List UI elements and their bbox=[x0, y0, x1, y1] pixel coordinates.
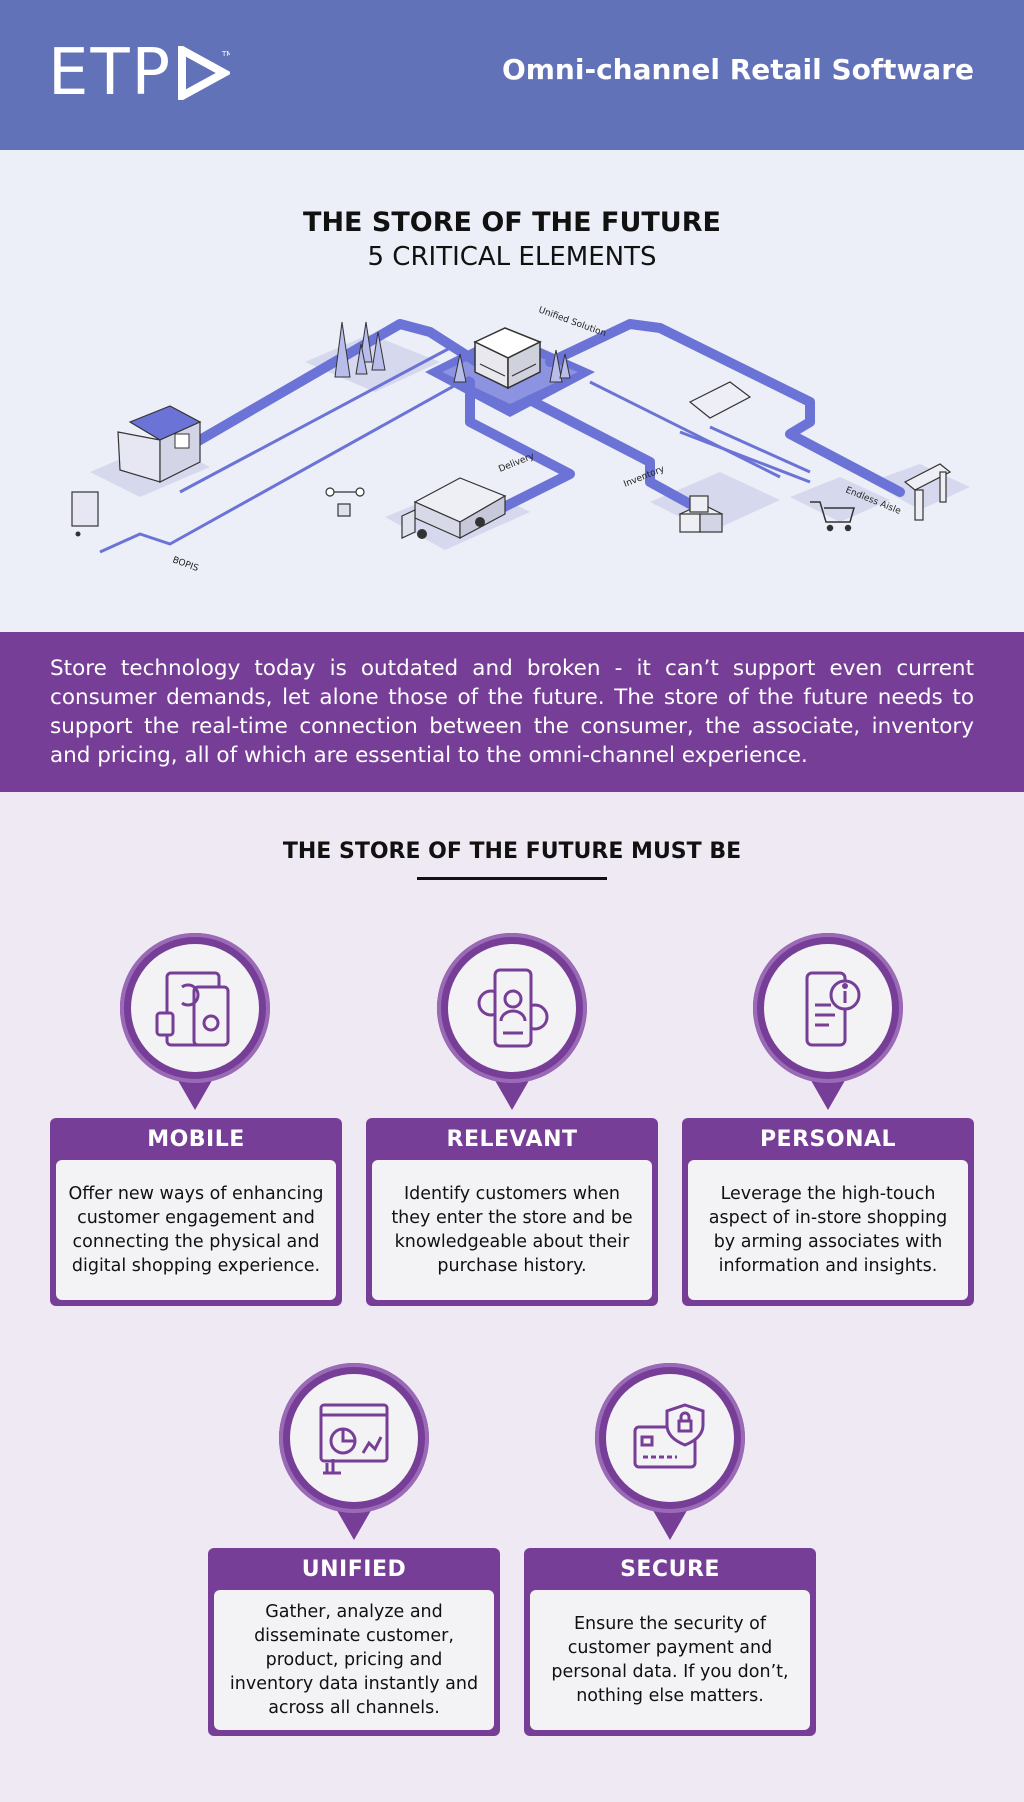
card-text: Gather, analyze and disseminate customer… bbox=[229, 1602, 479, 1718]
card-body: Ensure the security of customer payment … bbox=[530, 1590, 810, 1730]
pin-unified bbox=[278, 1363, 429, 1540]
analytics-dashboard-icon bbox=[319, 1403, 389, 1475]
card-title: MOBILE bbox=[147, 1127, 245, 1152]
delivery-truck-icon bbox=[401, 477, 507, 539]
card-title: SECURE bbox=[620, 1557, 720, 1582]
label-bopis: BOPIS bbox=[171, 555, 200, 574]
card-body: Gather, analyze and disseminate customer… bbox=[214, 1590, 494, 1730]
card-title: PERSONAL bbox=[759, 1127, 897, 1152]
intro-band: Store technology today is outdated and b… bbox=[0, 632, 1024, 792]
etp-logo[interactable]: ETP TM bbox=[48, 36, 231, 110]
header: ETP TM Omni-channel Retail Software bbox=[0, 0, 1024, 150]
svg-text:TM: TM bbox=[221, 50, 230, 58]
card-unified: UNIFIED Gather, analyze and disseminate … bbox=[208, 1548, 500, 1736]
label-unified-solution: Unified Solution bbox=[537, 305, 607, 339]
card-text: Leverage the high-touch aspect of in-sto… bbox=[708, 1184, 948, 1276]
label-delivery: Delivery bbox=[497, 451, 536, 475]
pin-mobile bbox=[119, 933, 270, 1110]
card-body: Leverage the high-touch aspect of in-sto… bbox=[688, 1160, 968, 1300]
card-personal: PERSONAL Leverage the high-touch aspect … bbox=[682, 1118, 974, 1306]
shop-building-icon bbox=[71, 405, 202, 537]
phone-info-icon bbox=[805, 971, 861, 1047]
play-triangle-icon: TM bbox=[178, 46, 231, 100]
intro-text: Store technology today is outdated and b… bbox=[50, 656, 974, 768]
endless-aisle-kiosk-icon bbox=[903, 463, 952, 521]
mobile-devices-icon bbox=[155, 971, 230, 1047]
section-title: THE STORE OF THE FUTURE MUST BE bbox=[282, 839, 742, 864]
inventory-boxes-icon bbox=[678, 495, 724, 533]
card-relevant: RELEVANT Identify customers when they en… bbox=[366, 1118, 658, 1306]
hub-building-icon bbox=[473, 327, 542, 390]
pin-relevant bbox=[436, 933, 587, 1110]
store-network-illustration: Unified Solution Delivery Inventory Endl… bbox=[71, 305, 970, 574]
pin-personal bbox=[752, 933, 903, 1110]
drone-icon bbox=[325, 487, 365, 517]
tagline: Omni-channel Retail Software bbox=[501, 53, 974, 86]
section-title-underline bbox=[417, 877, 607, 880]
card-text: Identify customers when they enter the s… bbox=[391, 1184, 633, 1276]
card-title: RELEVANT bbox=[446, 1127, 578, 1152]
hero-subtitle: 5 CRITICAL ELEMENTS bbox=[367, 242, 657, 272]
card-body: Identify customers when they enter the s… bbox=[372, 1160, 652, 1300]
card-secure: SECURE Ensure the security of customer p… bbox=[524, 1548, 816, 1736]
shopping-cart-icon bbox=[810, 501, 855, 532]
hero-title: THE STORE OF THE FUTURE bbox=[303, 207, 721, 238]
pin-secure bbox=[594, 1363, 745, 1540]
secure-card-icon bbox=[633, 1403, 705, 1469]
gift-card-icon bbox=[688, 381, 752, 419]
card-body: Offer new ways of enhancing customer eng… bbox=[56, 1160, 336, 1300]
logo-text: ETP bbox=[48, 36, 173, 110]
customer-profile-icon bbox=[477, 968, 549, 1048]
card-text: Ensure the security of customer payment … bbox=[551, 1614, 789, 1706]
card-mobile: MOBILE Offer new ways of enhancing custo… bbox=[50, 1118, 342, 1306]
card-title: UNIFIED bbox=[301, 1557, 407, 1582]
card-text: Offer new ways of enhancing customer eng… bbox=[68, 1184, 324, 1276]
